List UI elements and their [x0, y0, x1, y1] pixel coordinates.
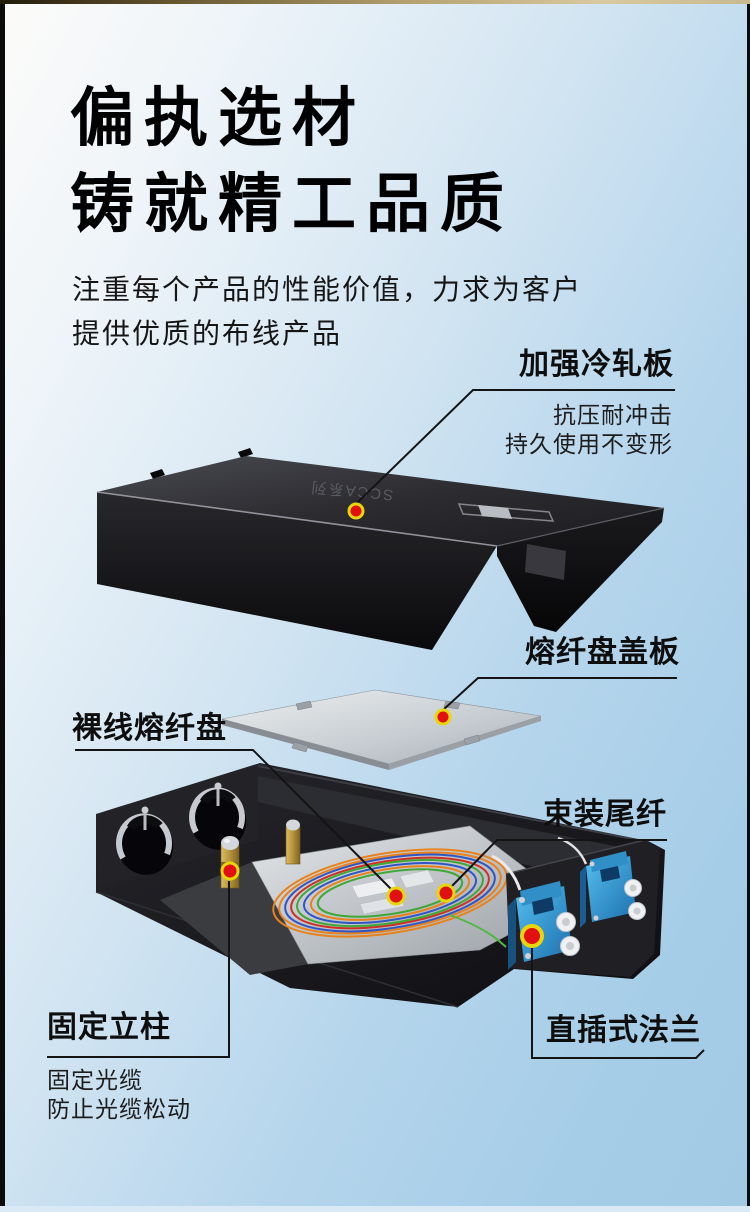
- callout-fixing-post-desc: 固定光缆 防止光缆松动: [47, 1066, 191, 1124]
- callout-splice-tray-cover-label: 熔纤盘盖板: [525, 636, 680, 669]
- callout-bare-fiber-tray-label: 裸线熔纤盘: [72, 712, 227, 745]
- cover-plate-illustration: SCCA系列: [96, 448, 665, 650]
- callout-cold-rolled-plate-desc-line2: 持久使用不变形: [505, 431, 673, 457]
- marker-dots: [220, 502, 544, 948]
- lc-adapter: [557, 836, 646, 928]
- callout-fixing-post-desc-line2: 防止光缆松动: [47, 1096, 191, 1122]
- marker-dot-bare-tray: [386, 886, 406, 906]
- callout-lines: [47, 389, 705, 1059]
- callout-fixing-post-label: 固定立柱: [47, 1011, 171, 1044]
- marker-dot-tray-cover: [434, 708, 452, 726]
- callout-cold-rolled-plate-desc-line1: 抗压耐冲击: [553, 402, 673, 428]
- bottom-edge-strip: [0, 1206, 750, 1212]
- fixing-post: [285, 819, 301, 865]
- callout-bundled-pigtail-label: 束装尾纤: [543, 798, 667, 831]
- tray-cover-plate-illustration: [221, 689, 542, 770]
- callout-cold-rolled-plate-label: 加强冷轧板: [519, 348, 674, 381]
- marker-dot-cover: [347, 502, 365, 520]
- marker-dot-flange: [520, 924, 544, 948]
- top-edge-strip: [0, 0, 750, 4]
- right-edge-bar: [747, 4, 750, 1206]
- marker-dot-pigtail: [436, 883, 456, 903]
- page-title-line1: 偏执选材: [70, 82, 366, 154]
- cable-port-hole: [116, 815, 174, 875]
- callout-flange-label: 直插式法兰: [546, 1014, 701, 1047]
- cable-port-hole: [189, 790, 247, 850]
- marker-dot-fixing-post: [220, 861, 240, 881]
- page-subtitle-line2: 提供优质的布线产品: [72, 318, 343, 349]
- left-edge-bar: [0, 4, 5, 1206]
- tray-body-illustration: [95, 763, 665, 1008]
- callout-fixing-post-desc-line1: 固定光缆: [47, 1067, 143, 1093]
- page-title-line2: 铸就精工品质: [70, 168, 514, 240]
- callout-cold-rolled-plate-desc: 抗压耐冲击 持久使用不变形: [505, 401, 673, 459]
- page-subtitle-line1: 注重每个产品的性能价值，力求为客户: [72, 274, 583, 305]
